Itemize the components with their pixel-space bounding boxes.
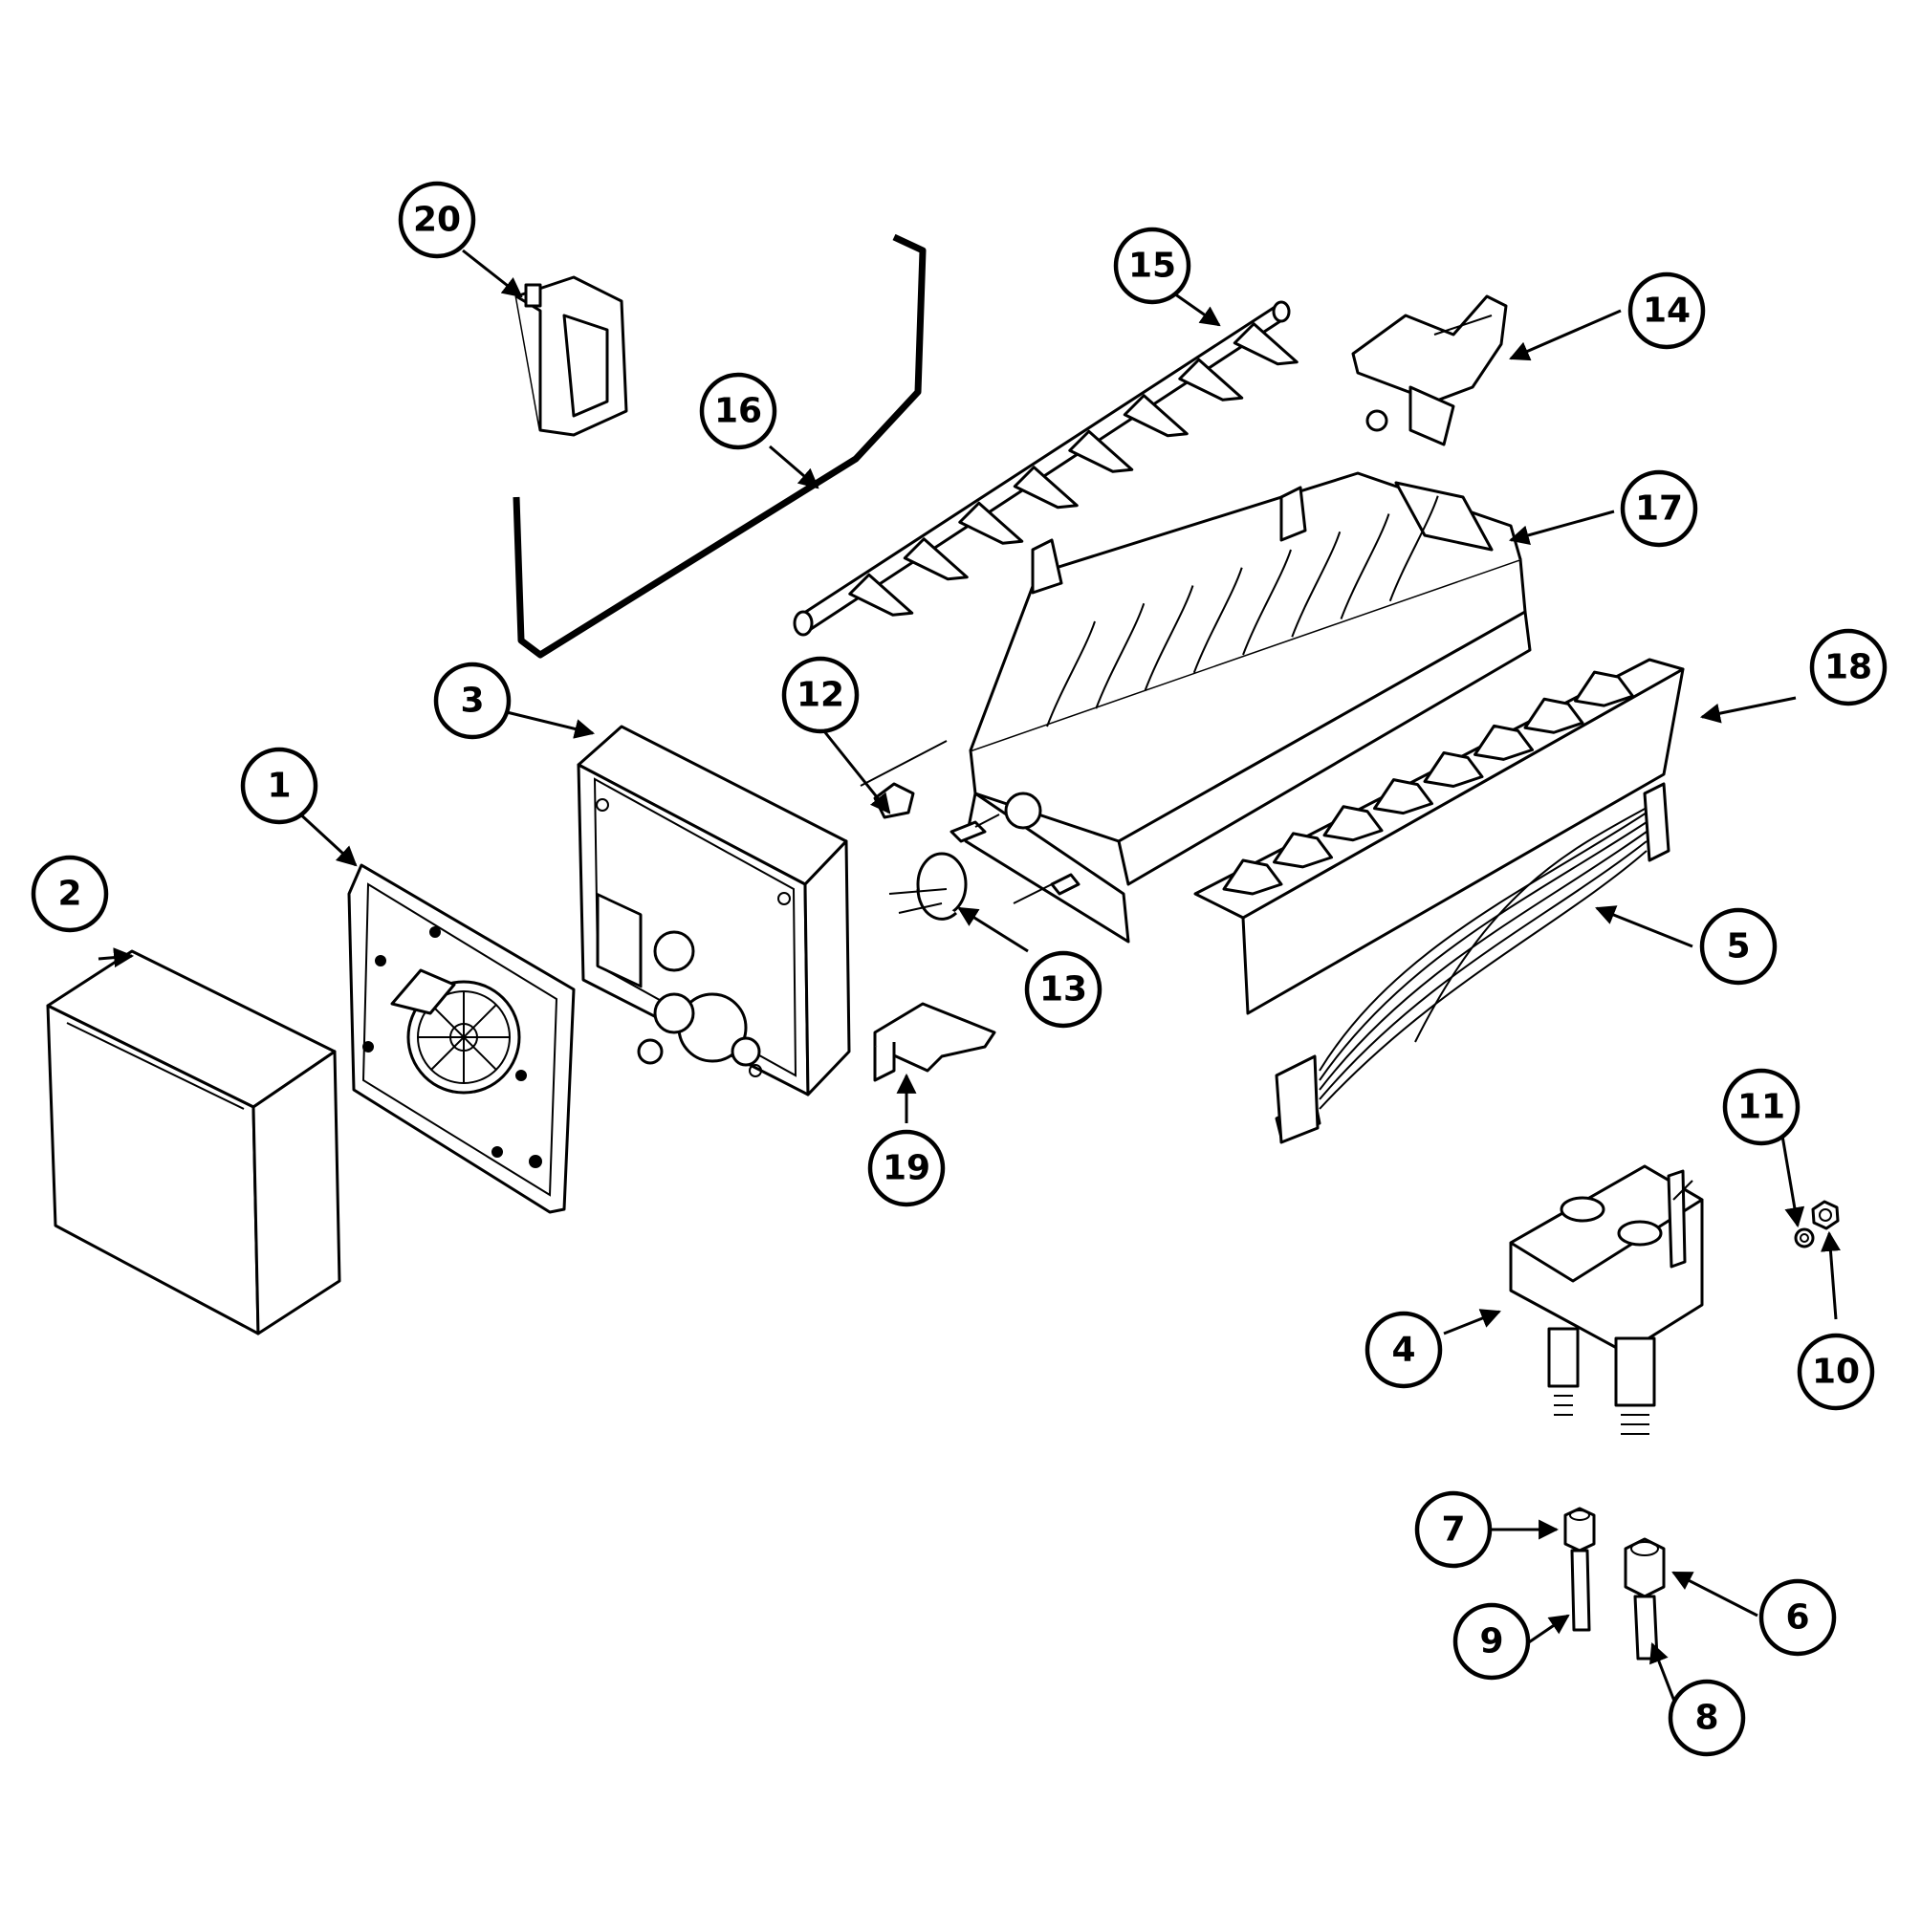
part-1-gear-plate (347, 863, 576, 1214)
part-20-bracket (514, 275, 628, 437)
stripper-finger (1473, 724, 1534, 761)
svg-text:12: 12 (797, 676, 844, 715)
callout-17: 17 (1620, 469, 1698, 548)
stripper-finger (1574, 670, 1634, 707)
mold-cavity-divider (1340, 513, 1390, 619)
callout-10: 10 (1797, 1333, 1875, 1411)
callout-6: 6 (1758, 1578, 1837, 1657)
part-16-shutoff-arm (513, 233, 927, 659)
svg-text:2: 2 (57, 875, 81, 914)
ejector-blade (1178, 358, 1244, 402)
svg-text:9: 9 (1479, 1622, 1503, 1661)
callout-12: 12 (781, 656, 860, 734)
part-5-wire-harness (1275, 782, 1670, 1144)
callout-15: 15 (1113, 227, 1191, 305)
callout-13: 13 (1024, 950, 1102, 1029)
ejector-blade (848, 573, 914, 617)
mold-cavity-divider (1046, 620, 1096, 727)
leader-lines (98, 249, 1841, 1717)
svg-text:4: 4 (1391, 1331, 1415, 1370)
svg-text:17: 17 (1635, 489, 1683, 529)
ejector-blade (1233, 322, 1299, 366)
svg-text:14: 14 (1643, 292, 1691, 331)
callout-9: 9 (1452, 1602, 1531, 1681)
mold-cavity-divider (1192, 567, 1243, 674)
svg-text:5: 5 (1726, 927, 1750, 966)
mold-cavity-divider (1388, 495, 1439, 602)
callout-2: 2 (31, 855, 109, 933)
svg-text:18: 18 (1824, 648, 1872, 687)
part-4-water-valve (1509, 1164, 1704, 1435)
mold-cavity-divider (1242, 549, 1292, 656)
callout-1: 1 (240, 747, 318, 825)
part-12-clip (860, 740, 948, 819)
svg-text:16: 16 (714, 392, 762, 431)
mold-cavity-divider (1095, 602, 1146, 709)
svg-text:10: 10 (1812, 1353, 1860, 1392)
stripper-finger (1373, 778, 1433, 815)
ejector-blade (1123, 394, 1189, 438)
svg-text:8: 8 (1694, 1699, 1718, 1738)
ejector-blade (1068, 429, 1134, 473)
svg-text:3: 3 (460, 682, 484, 721)
callout-20: 20 (398, 181, 476, 259)
ejector-blade (1013, 466, 1079, 510)
part-6-fitting (1624, 1537, 1666, 1598)
stripper-finger (1273, 832, 1333, 869)
part-13-thermostat (888, 814, 1081, 921)
mold-cavity-divider (1144, 585, 1194, 691)
ejector-blade (903, 537, 969, 581)
part-11-nut-small (1794, 1227, 1815, 1248)
part-17-ice-mold (964, 471, 1532, 944)
part-3-control-housing (577, 725, 851, 1096)
callout-4: 4 (1364, 1311, 1443, 1389)
ejector-blade (958, 501, 1024, 545)
svg-text:11: 11 (1737, 1088, 1785, 1127)
part-18-stripper (1193, 658, 1685, 1015)
stripper-finger (1222, 858, 1283, 896)
part-15-ejector-shaft (793, 300, 1299, 637)
svg-text:7: 7 (1441, 1510, 1465, 1550)
svg-text:19: 19 (883, 1149, 930, 1188)
stripper-finger (1423, 751, 1484, 788)
callout-11: 11 (1722, 1068, 1801, 1146)
svg-text:1: 1 (267, 767, 291, 806)
svg-text:13: 13 (1039, 970, 1087, 1009)
part-7-fitting (1563, 1507, 1596, 1552)
part-9-tube (1570, 1549, 1591, 1632)
part-19-bracket (873, 1002, 996, 1082)
svg-text:15: 15 (1128, 247, 1176, 286)
callout-5: 5 (1699, 907, 1778, 986)
callout-18: 18 (1809, 628, 1888, 706)
callout-3: 3 (433, 662, 512, 740)
stripper-finger (1523, 697, 1584, 734)
callout-8: 8 (1668, 1679, 1746, 1757)
part-14-lever (1351, 294, 1508, 446)
part-2-cover (46, 949, 341, 1335)
callout-14: 14 (1627, 271, 1706, 350)
mold-cavity-divider (1291, 531, 1342, 638)
callout-7: 7 (1414, 1490, 1493, 1569)
callout-16: 16 (699, 372, 777, 450)
callout-19: 19 (867, 1129, 946, 1207)
svg-text:20: 20 (413, 201, 461, 240)
part-10-nut (1811, 1200, 1840, 1230)
stripper-finger (1322, 805, 1384, 842)
svg-text:6: 6 (1785, 1598, 1809, 1638)
